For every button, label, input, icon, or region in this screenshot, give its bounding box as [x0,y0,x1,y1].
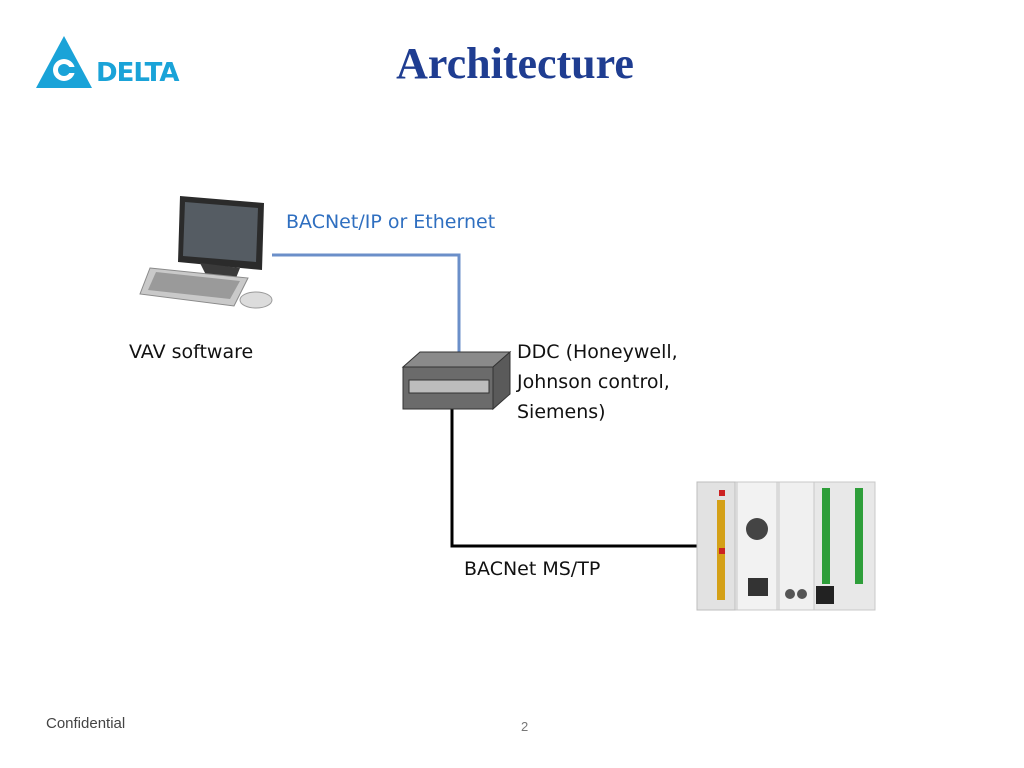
delta-triangle-icon [36,36,92,88]
computer-icon [139,196,273,309]
ddc-label: DDC (Honeywell, Johnson control, Siemens… [517,337,678,427]
vav-software-label: VAV software [129,341,254,363]
plc-controller-icon [696,481,876,611]
confidential-label: Confidential [46,715,126,732]
page-number: 2 [521,719,529,734]
ddc-label-line: DDC (Honeywell, [517,341,678,363]
ddc-label-line: Siemens) [517,401,606,423]
ethernet-link [272,253,461,356]
mstp-link-label: BACNet MS/TP [464,558,601,580]
ddc-label-line: Johnson control, [517,371,670,393]
gateway-box-icon [401,350,512,411]
mstp-link [450,408,697,548]
delta-logo: DELTA [34,34,196,90]
slide-title: Architecture [396,39,634,88]
brand-name: DELTA [96,58,179,88]
ethernet-link-label: BACNet/IP or Ethernet [286,211,496,233]
